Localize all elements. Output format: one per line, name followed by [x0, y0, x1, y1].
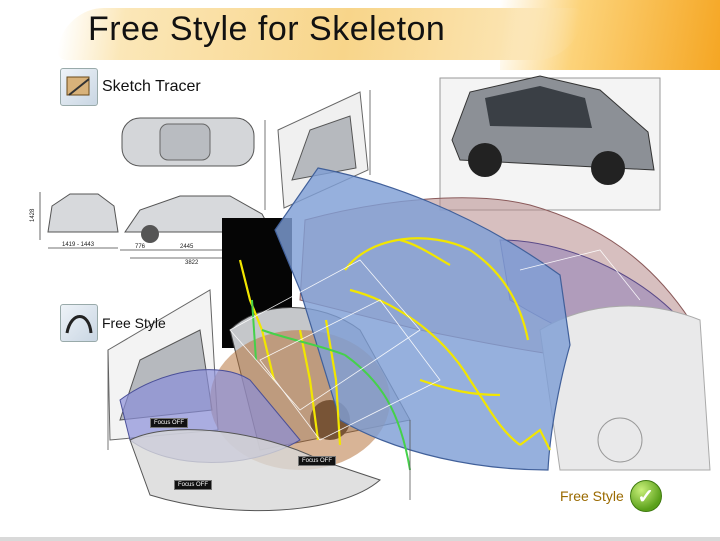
skeleton-curves: [238, 237, 551, 451]
dim-length: 3822: [185, 260, 199, 266]
top-view-car: [121, 117, 255, 167]
construction-lines: [229, 249, 641, 441]
free-style-badge: Free Style ✓: [560, 480, 662, 512]
focus-tag[interactable]: Focus OFF: [298, 456, 337, 466]
free-style-badge-text: Free Style: [560, 488, 624, 504]
reference-car-photo: [439, 75, 661, 211]
skeleton-curves-green: [251, 299, 411, 471]
dim-overhang: 776: [135, 244, 146, 250]
focus-tag[interactable]: Focus OFF: [150, 418, 189, 428]
free-style-tool-label[interactable]: Free Style: [60, 304, 166, 342]
dim-height: 1428: [30, 208, 36, 222]
dim-wheelbase: 2445: [180, 244, 194, 250]
frame-lines: [107, 90, 411, 500]
sketch-tracer-text: Sketch Tracer: [102, 78, 201, 95]
sketch-tracer-label[interactable]: Sketch Tracer: [60, 68, 201, 106]
body-floor-outline: [129, 429, 381, 512]
sketch-tracer-icon[interactable]: [60, 68, 98, 106]
blueprint-front-view: 1428 1419 - 1443: [30, 192, 119, 249]
dim-track: 1419 - 1443: [62, 242, 95, 248]
free-style-tool-text: Free Style: [102, 315, 166, 331]
bottom-rule: [0, 537, 720, 541]
check-icon: ✓: [629, 480, 662, 512]
page-title: Free Style for Skeleton: [88, 10, 446, 48]
free-style-curve-icon[interactable]: [60, 304, 98, 342]
focus-tag[interactable]: Focus OFF: [174, 480, 213, 490]
